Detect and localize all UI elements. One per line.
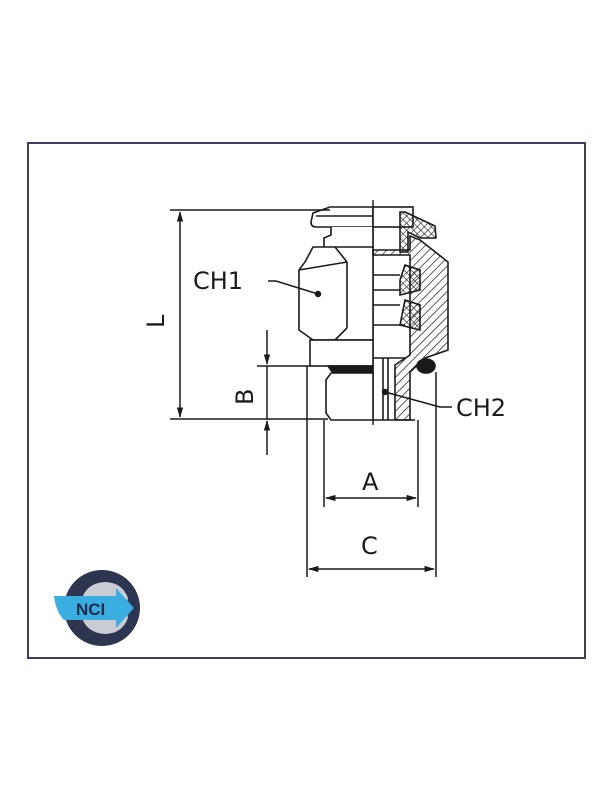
- dimension-label-C: C: [361, 532, 378, 560]
- dimension-label-A: A: [362, 468, 379, 496]
- dimension-label-L: L: [142, 314, 170, 328]
- dimension-lines: [170, 209, 437, 577]
- fitting-body: [298, 200, 449, 425]
- dimension-label-B: B: [231, 389, 259, 405]
- leader-lines: [268, 280, 452, 408]
- logo-arrow-icon: [54, 588, 134, 628]
- label-CH2: CH2: [456, 394, 506, 422]
- drawing-frame: [27, 142, 586, 659]
- logo-text: NCI: [76, 600, 105, 619]
- label-CH1: CH1: [193, 267, 243, 295]
- nci-logo: NCI: [54, 570, 140, 646]
